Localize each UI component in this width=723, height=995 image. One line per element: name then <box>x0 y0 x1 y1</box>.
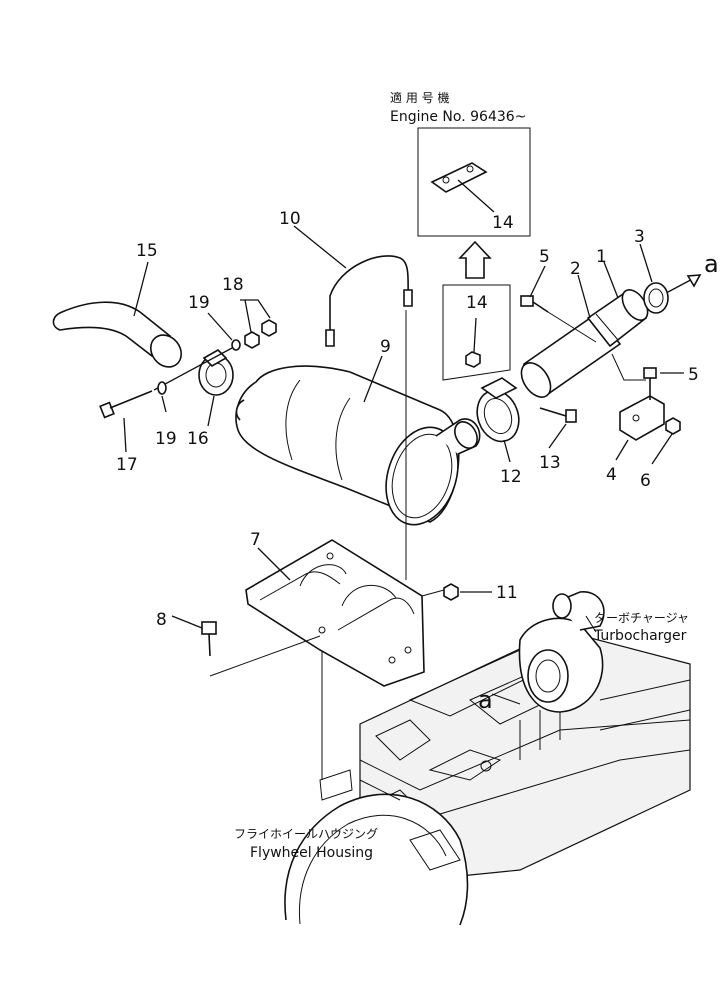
connector-1 <box>586 289 649 348</box>
applicable-label-jp: 適 用 号 機 <box>390 90 449 105</box>
part-number-19-lower: 19 <box>155 429 177 449</box>
part-number-5-right: 5 <box>688 365 699 385</box>
tailpipe-15 <box>52 301 183 368</box>
up-arrow-icon <box>458 240 492 279</box>
bolt-5-top <box>520 295 549 313</box>
part-number-8: 8 <box>156 610 167 630</box>
gasket-3 <box>643 282 669 314</box>
part-number-11: 11 <box>496 583 518 603</box>
bolt-17 <box>99 390 153 419</box>
bolt-5-right <box>643 367 657 400</box>
part-number-5-top: 5 <box>539 247 550 267</box>
washer-19-top <box>231 339 241 351</box>
connection-label-a-top: a <box>704 250 719 278</box>
flywheel-housing <box>284 769 469 926</box>
plate-14-inset <box>430 162 488 193</box>
engine-inset-box <box>417 127 531 237</box>
part-number-7: 7 <box>250 530 261 550</box>
bolt-13 <box>539 407 577 423</box>
turbocharger-label-jp: ターボチャージャ <box>594 611 689 625</box>
nut-6 <box>665 417 681 435</box>
flywheel-label-jp: フライホイールハウジング <box>234 827 378 841</box>
engine-number-label: Engine No. 96436~ <box>390 109 526 125</box>
clamp-12 <box>476 377 520 443</box>
nut-18-b <box>261 319 277 337</box>
part-number-1: 1 <box>596 247 607 267</box>
bolt-8 <box>201 621 217 657</box>
part-number-14-inset: 14 <box>492 213 514 233</box>
connection-label-a-bottom: a <box>478 686 493 714</box>
part-number-18: 18 <box>222 275 244 295</box>
part-number-2: 2 <box>570 259 581 279</box>
nut-11 <box>443 583 459 601</box>
part-number-19-top: 19 <box>188 293 210 313</box>
part-number-14: 14 <box>466 293 488 313</box>
part-number-16: 16 <box>187 429 209 449</box>
bracket-7 <box>245 539 425 687</box>
flywheel-label-en: Flywheel Housing <box>250 845 373 861</box>
part-number-10: 10 <box>279 209 301 229</box>
bracket-4 <box>619 395 665 441</box>
nut-14 <box>465 351 481 368</box>
part-number-9: 9 <box>380 337 391 357</box>
turbocharger-label-en: Turbocharger <box>593 628 687 644</box>
part-number-12: 12 <box>500 467 522 487</box>
part-number-15: 15 <box>136 241 158 261</box>
washer-19-lower <box>157 381 167 395</box>
part-number-17: 17 <box>116 455 138 475</box>
u-bolt-10 <box>325 255 413 347</box>
part-number-3: 3 <box>634 227 645 247</box>
part-number-4: 4 <box>606 465 617 485</box>
exhaust-pipe-2 <box>520 312 622 398</box>
part-number-6: 6 <box>640 471 651 491</box>
part-number-13: 13 <box>539 453 561 473</box>
turbocharger <box>518 591 605 713</box>
muffler-9 <box>235 365 481 526</box>
nut-18-a <box>244 331 260 349</box>
